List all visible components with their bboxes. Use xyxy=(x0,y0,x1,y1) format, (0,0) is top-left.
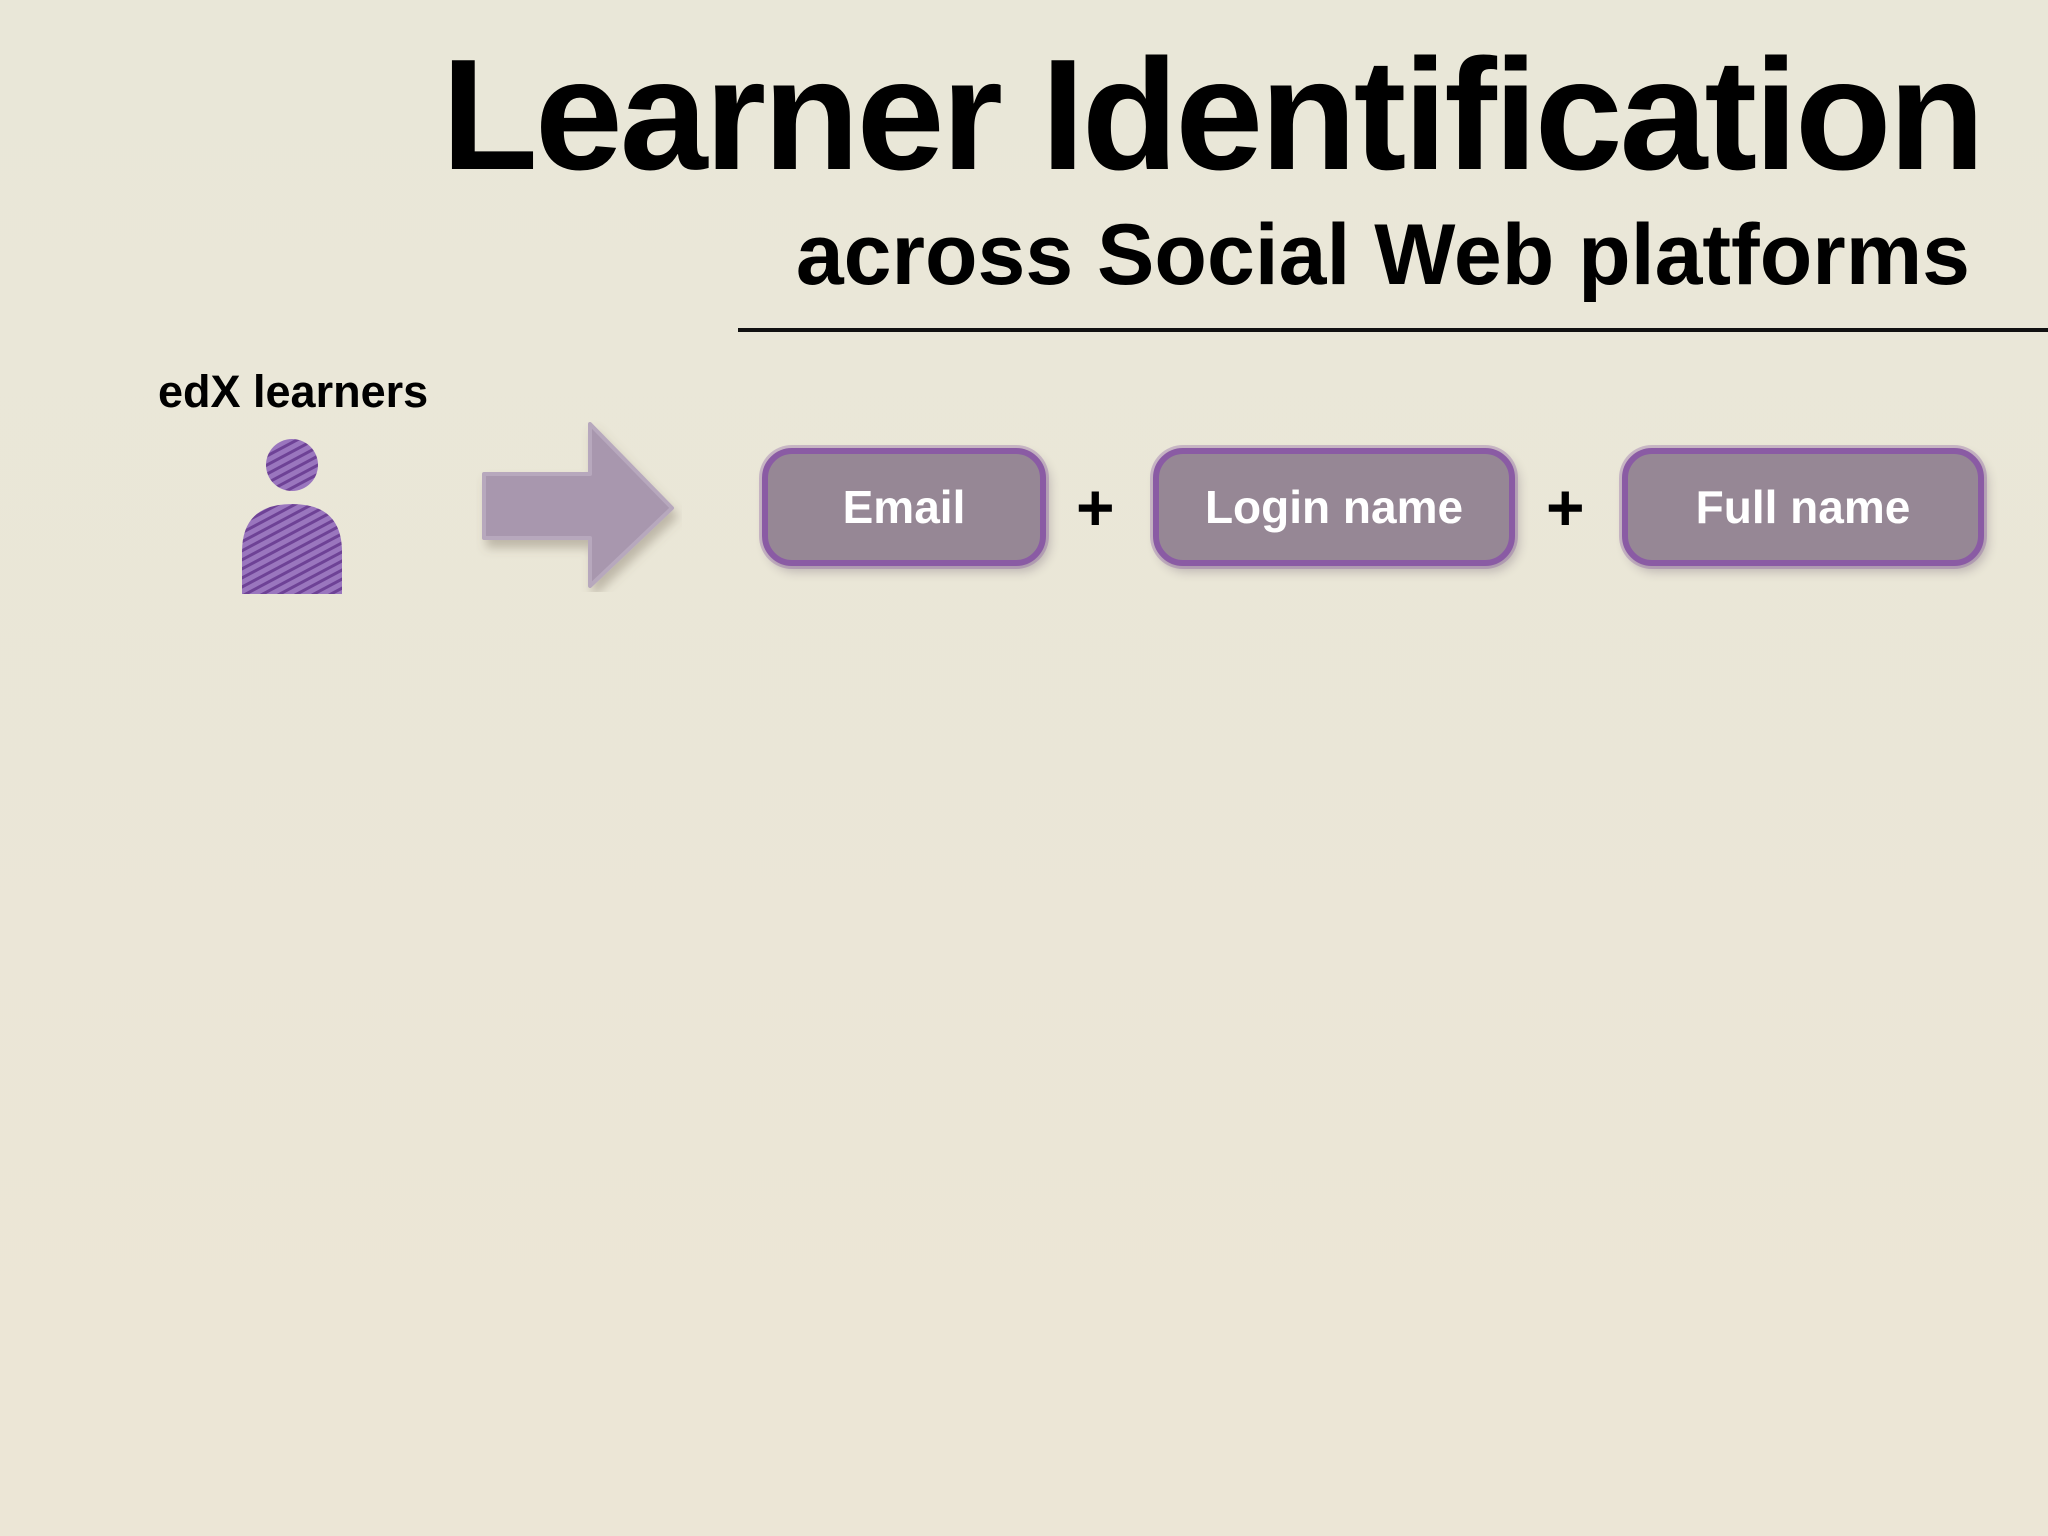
slide-subtitle: across Social Web platforms xyxy=(795,207,1970,303)
login-name-identifier-box: Login name xyxy=(1153,448,1515,566)
full-name-identifier-box: Full name xyxy=(1622,448,1984,566)
slide-title: Learner Identification xyxy=(441,27,1985,203)
plus-operator: + xyxy=(1546,470,1585,544)
email-identifier-box: Email xyxy=(762,448,1046,566)
title-underline xyxy=(738,328,2048,332)
edx-learners-label: edX learners xyxy=(158,366,429,417)
person-icon xyxy=(242,439,342,594)
plus-operator: + xyxy=(1076,470,1115,544)
right-arrow-icon xyxy=(482,422,674,588)
